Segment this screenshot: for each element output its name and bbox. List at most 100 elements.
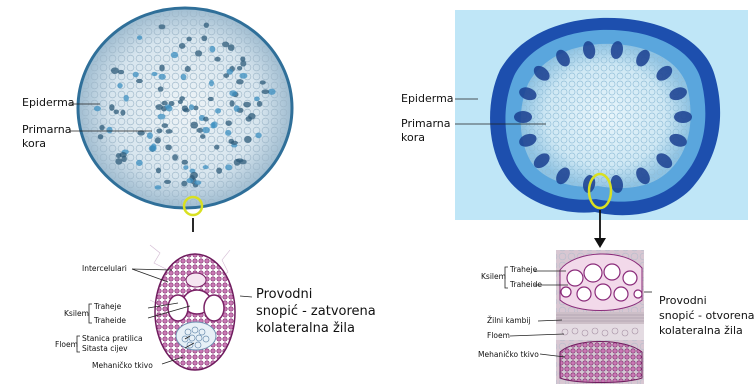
left-bundle-dot [185,66,191,72]
left-bundle-dot [136,160,143,166]
left-bundle-dot [147,132,153,139]
left-bundle-dot [222,42,229,48]
right-label-primarna: Primarna [401,117,451,130]
left-bundle-dot [183,165,188,169]
left-label-mehanicko-tkivo: Mehaničko tkivo [92,361,153,370]
xylem-vessel [604,264,620,280]
left-bundle-dot [114,109,119,114]
left-bundle-dot [151,72,157,76]
left-bundle-dot [124,95,129,102]
left-bundle-dot [261,89,269,94]
left-bundle-dot [99,125,104,130]
left-label-traheide: Traheide [94,316,126,325]
left-bundle-dot [190,122,198,129]
left-label-ksilem: Ksilem [64,309,89,318]
left-bundle-dot [193,106,198,111]
left-bundle-dot [201,35,207,41]
right-label-zilni-kambij: Žilni kambij [487,316,531,325]
right-label-epiderma: Epiderma [401,92,454,105]
left-bundle-dot [189,104,194,110]
left-bundle-dot [246,116,252,122]
left-bundle-dot [158,86,164,91]
left-label-intercelulari: Intercelulari [82,264,127,273]
right-bundle-dot [674,111,692,123]
left-bundle-dot [171,52,179,58]
left-bundle-dot [182,160,189,165]
left-bundle-dot [137,35,142,40]
left-bundle-dot [116,153,122,158]
left-bundle-dot [240,60,246,66]
left-bundle-dot [165,144,172,150]
right-label-traheje: Traheje [510,265,537,274]
left-bundle-dot [98,134,104,139]
left-bundle-dot [223,73,229,78]
left-bundle-dot [155,185,162,189]
left-vascular-bundle [145,232,240,384]
left-bundle-dot [237,66,242,70]
left-bundle-dot [197,128,204,133]
xylem-vessel [577,287,591,301]
left-bundle-dot [107,127,113,134]
left-bundle-dot [200,134,206,139]
right-bundle-dot [514,111,532,123]
right-label-mehanicko-tkivo: Mehaničko tkivo [478,350,539,359]
left-bundle-dot [156,167,161,173]
left-bundle-dot [257,101,262,107]
left-bundle-dot [203,165,209,169]
left-bundle-dot [136,79,143,83]
left-bundle-dot [159,24,166,29]
right-stem-cross-section [455,10,748,220]
left-bundle-dot [236,79,244,84]
left-bundle-dot [94,106,101,111]
left-bundle-dot [234,105,240,111]
xylem-vessel [595,284,611,300]
right-caption-line1: Provodni [659,293,707,308]
left-bundle-dot [120,110,125,116]
right-label-ksilem: Ksilem [481,272,506,281]
left-bundle-dot [225,164,232,170]
left-bundle-dot [225,130,231,136]
xylem-vessel [567,270,583,286]
left-bundle-dot [149,145,157,151]
left-bundle-dot [239,73,247,79]
left-label-epiderma: Epiderma [22,96,75,109]
xylem-vessel [584,264,602,282]
left-bundle-dot [162,123,169,128]
left-bundle-dot [156,128,162,133]
left-bundle-dot [231,141,238,145]
left-bundle-dot [194,180,201,185]
left-bundle-dot [203,117,209,122]
left-bundle-dot [164,180,171,184]
left-bundle-dot [155,137,161,143]
right-caption-line2: snopić - otvorena [659,308,755,323]
left-bundle-dot [210,122,215,128]
left-label-sitasta-cijev: Sitasta cijev [82,344,128,353]
left-stem-cross-section [78,8,292,208]
xylem-vessel [634,290,642,298]
left-bundle-dot [214,57,220,62]
left-bundle-dot [166,105,173,111]
left-bundle-dot [244,136,252,143]
left-bundle-dot [159,74,166,80]
left-caption-line3: kolateralna žila [256,321,355,337]
left-bundle-dot [195,50,202,56]
left-bundle-dot [182,105,188,111]
left-bundle-dot [161,101,167,105]
left-label-traheje: Traheje [94,302,121,311]
left-bundle-dot [109,104,114,111]
left-bundle-dot [209,46,215,52]
left-bundle-dot [216,167,222,173]
xylem-vessel [561,287,571,297]
left-bundle-dot [121,156,127,162]
xylem-vessel [614,287,628,301]
left-caption-line1: Provodni [256,287,312,303]
left-bundle-dot [181,181,187,187]
left-bundle-dot [181,74,187,80]
left-bundle-dot [111,67,119,74]
left-bundle-dot [229,90,237,96]
xylem-vessel [623,271,637,285]
left-bundle-dot [158,114,166,120]
left-bundle-dot [178,100,183,105]
left-bundle-dot [166,129,173,134]
